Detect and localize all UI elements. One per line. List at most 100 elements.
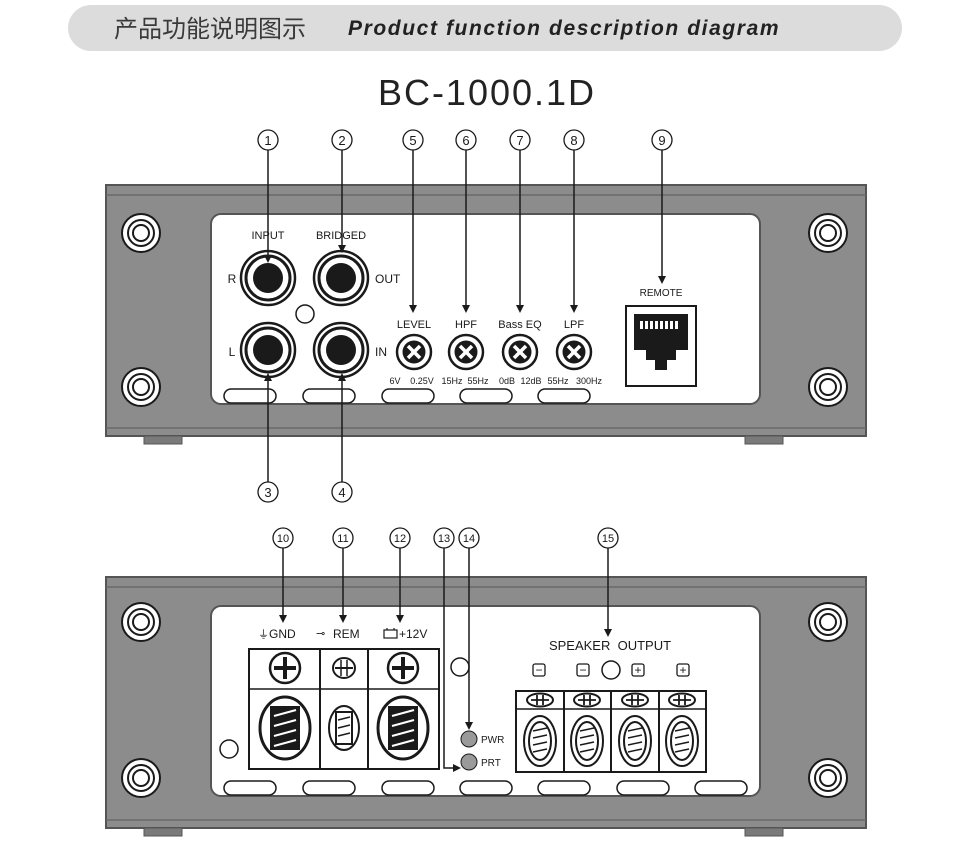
svg-text:+: +: [679, 663, 686, 677]
plus12v-terminal-screw[interactable]: [386, 651, 420, 685]
svg-text:REM: REM: [333, 627, 360, 641]
rear-foot-left: [143, 827, 183, 837]
l-label: L: [229, 345, 236, 359]
svg-text:3: 3: [264, 485, 271, 500]
prt-led: [460, 753, 478, 771]
svg-text:13: 13: [438, 533, 450, 545]
hpf-min-label: 15Hz: [441, 376, 463, 386]
lpf-max-label: 300Hz: [576, 376, 603, 386]
speaker-terminal-screw[interactable]: [621, 692, 649, 708]
rca-bridged-in[interactable]: [312, 321, 370, 379]
svg-text:15: 15: [602, 533, 614, 545]
svg-text:12: 12: [394, 533, 406, 545]
header-banner: [68, 5, 902, 51]
bridged-label: BRIDGED: [316, 230, 366, 242]
basseq-min-label: 0dB: [499, 376, 515, 386]
callout-4: 4: [331, 481, 353, 503]
front-screw-top-right: [808, 213, 848, 253]
front-foot-right: [744, 435, 784, 445]
polarity-minus-1: −: [532, 663, 546, 677]
rear-panel: ⏚ GND ⊸ REM +12V: [105, 576, 867, 837]
callout-3: 3: [257, 481, 279, 503]
level-knob[interactable]: [395, 333, 433, 371]
rear-vent-slot: [302, 780, 356, 796]
rear-small-hole: [219, 739, 239, 759]
rca-bridged-out[interactable]: [312, 249, 370, 307]
rem-terminal-screw[interactable]: [332, 657, 356, 679]
plus12v-label: +12V: [383, 627, 427, 641]
svg-text:−: −: [535, 663, 542, 677]
remote-rj45-port[interactable]: [625, 305, 697, 387]
svg-text:2: 2: [338, 133, 345, 148]
rear-vent-slot: [616, 780, 670, 796]
rear-vent-slot: [694, 780, 748, 796]
r-label: R: [228, 272, 237, 286]
remote-switch-icon: ⊸: [316, 628, 325, 640]
speaker-terminal-screw[interactable]: [573, 692, 601, 708]
callout-8: 8: [563, 129, 585, 151]
level-min-label: 6V: [389, 376, 400, 386]
svg-text:9: 9: [658, 133, 665, 148]
basseq-knob-label: Bass EQ: [498, 319, 542, 331]
rca-input-l[interactable]: [239, 321, 297, 379]
callout-10: 10: [272, 527, 294, 549]
gnd-terminal-slot[interactable]: [258, 695, 312, 761]
callout-7: 7: [509, 129, 531, 151]
front-screw-bottom-left: [121, 367, 161, 407]
callout-11: 11: [332, 527, 354, 549]
lpf-min-label: 55Hz: [547, 376, 569, 386]
rear-screw-bottom-left: [121, 758, 161, 798]
svg-text:14: 14: [463, 533, 475, 545]
svg-text:−: −: [579, 663, 586, 677]
fuse-indicator-hole: [450, 657, 470, 677]
svg-text:5: 5: [409, 133, 416, 148]
front-panel: INPUT BRIDGED R L OUT IN LEVEL HPF Bass …: [105, 184, 867, 445]
battery-icon: [383, 629, 398, 639]
lpf-knob-label: LPF: [564, 319, 584, 331]
lpf-knob[interactable]: [555, 333, 593, 371]
front-vent-slot: [459, 388, 513, 404]
speaker-output-label: SPEAKER OUTPUT: [549, 638, 671, 653]
basseq-knob[interactable]: [501, 333, 539, 371]
speaker-terminal-block[interactable]: [515, 690, 707, 773]
speaker-terminal-slot[interactable]: [523, 715, 557, 767]
callout-14: 14: [458, 527, 480, 549]
rem-terminal-slot[interactable]: [328, 705, 360, 751]
speaker-terminal-slot[interactable]: [570, 715, 604, 767]
out-label: OUT: [375, 272, 401, 286]
svg-text:10: 10: [277, 533, 289, 545]
svg-text:7: 7: [516, 133, 523, 148]
front-foot-left: [143, 435, 183, 445]
rem-label: ⊸ REM: [316, 627, 360, 641]
speaker-center-hole: [601, 660, 621, 680]
front-vent-slot: [302, 388, 356, 404]
rear-vent-slot: [459, 780, 513, 796]
remote-label: REMOTE: [640, 288, 683, 299]
callout-12: 12: [389, 527, 411, 549]
in-label: IN: [375, 345, 387, 359]
rear-foot-right: [744, 827, 784, 837]
callout-13: 13: [433, 527, 455, 549]
level-knob-label: LEVEL: [397, 319, 431, 331]
prt-label: PRT: [481, 758, 501, 769]
callout-5: 5: [402, 129, 424, 151]
plus12v-terminal-slot[interactable]: [376, 695, 430, 761]
pwr-led: [460, 730, 478, 748]
ground-icon: ⏚: [258, 628, 269, 641]
svg-text:11: 11: [337, 533, 348, 545]
front-vent-slot: [537, 388, 591, 404]
gnd-terminal-screw[interactable]: [268, 651, 302, 685]
svg-text:1: 1: [264, 133, 271, 148]
hpf-knob[interactable]: [447, 333, 485, 371]
svg-text:+: +: [634, 663, 641, 677]
speaker-terminal-slot[interactable]: [665, 715, 699, 767]
speaker-terminal-screw[interactable]: [526, 692, 554, 708]
speaker-terminal-slot[interactable]: [618, 715, 652, 767]
power-terminal-block[interactable]: [248, 648, 440, 770]
svg-text:4: 4: [338, 485, 345, 500]
front-indicator-hole: [295, 304, 315, 324]
polarity-plus-2: +: [676, 663, 690, 677]
speaker-terminal-screw[interactable]: [668, 692, 696, 708]
callout-15: 15: [597, 527, 619, 549]
basseq-max-label: 12dB: [520, 376, 541, 386]
